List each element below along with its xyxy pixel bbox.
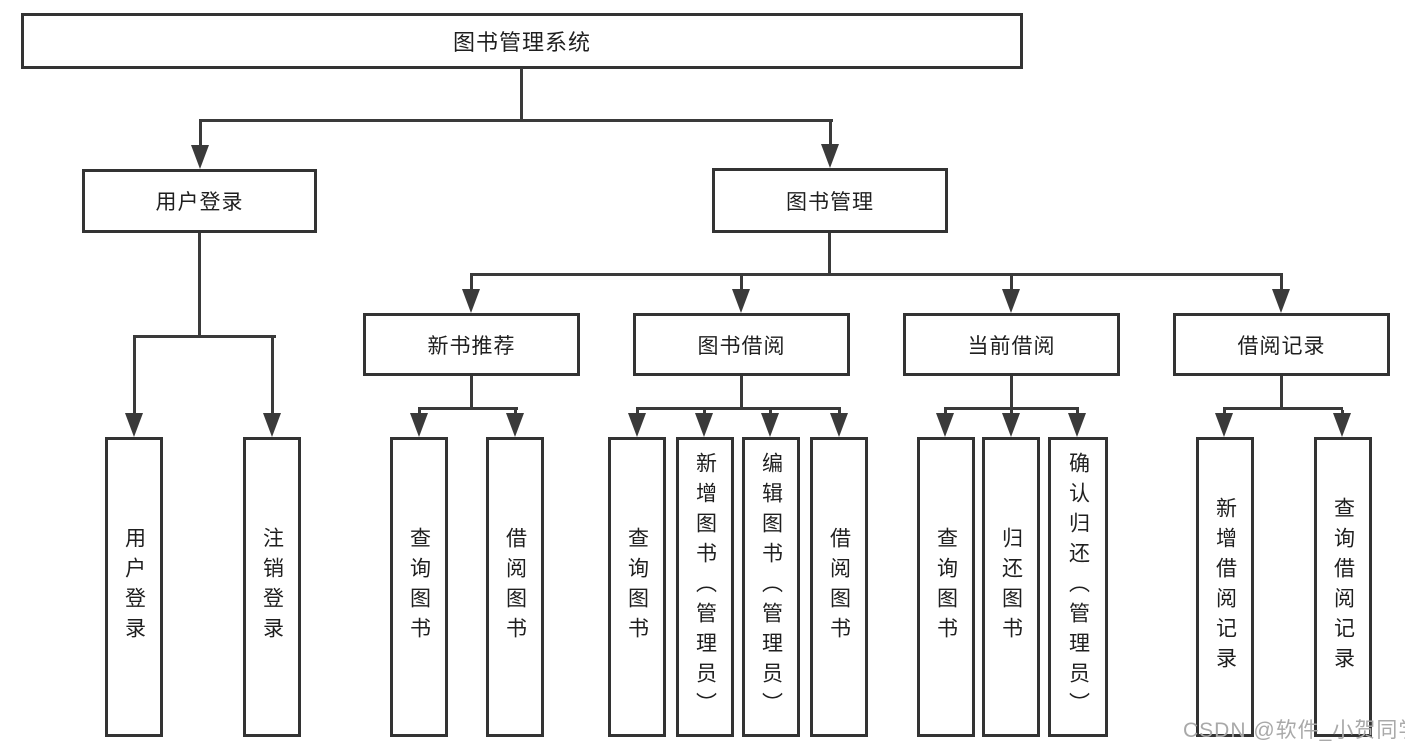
- connector-root-vline: [520, 68, 523, 122]
- arrow-down-icon: [262, 338, 282, 437]
- arrow-down-icon: [1214, 410, 1234, 437]
- connector-bookmgmt-vline: [828, 233, 831, 276]
- leaf-borrow-book-1-label: 借阅图书: [503, 527, 527, 647]
- leaf-query-book-3-label: 查询图书: [934, 527, 958, 647]
- connector-borrow-hline: [636, 407, 841, 410]
- arrow-down-icon: [1001, 276, 1021, 313]
- leaf-edit-book-admin: 编辑图书（管理员）: [742, 437, 800, 737]
- leaf-query-borrow-record-label: 查询借阅记录: [1331, 497, 1355, 677]
- leaf-borrow-book-2: 借阅图书: [810, 437, 868, 737]
- arrow-down-icon: [190, 122, 210, 169]
- connector-record-vline: [1280, 376, 1283, 410]
- arrow-down-icon: [694, 410, 714, 437]
- arrow-down-icon: [935, 410, 955, 437]
- node-user-login: 用户登录: [82, 169, 317, 233]
- leaf-query-book-1-label: 查询图书: [407, 527, 431, 647]
- connector-current-vline: [1010, 376, 1013, 410]
- arrow-down-icon: [409, 410, 429, 437]
- node-new-book-recommend: 新书推荐: [363, 313, 580, 376]
- leaf-confirm-return-admin-label: 确认归还（管理员）: [1066, 452, 1090, 722]
- leaf-edit-book-admin-label: 编辑图书（管理员）: [759, 452, 783, 722]
- connector-current-hline: [944, 407, 1079, 410]
- arrow-down-icon: [760, 410, 780, 437]
- leaf-borrow-book-2-label: 借阅图书: [827, 527, 851, 647]
- leaf-return-book-label: 归还图书: [999, 527, 1023, 647]
- arrow-down-icon: [731, 276, 751, 313]
- connector-newbook-vline: [470, 376, 473, 410]
- leaf-query-book-3: 查询图书: [917, 437, 975, 737]
- arrow-down-icon: [820, 122, 840, 168]
- leaf-user-login: 用户登录: [105, 437, 163, 737]
- node-current-borrow-label: 当前借阅: [967, 334, 1056, 358]
- connector-borrow-vline: [740, 376, 743, 410]
- arrow-down-icon: [627, 410, 647, 437]
- leaf-query-borrow-record: 查询借阅记录: [1314, 437, 1372, 737]
- arrow-down-icon: [1332, 410, 1352, 437]
- node-root: 图书管理系统: [21, 13, 1023, 69]
- leaf-add-book-admin: 新增图书（管理员）: [676, 437, 734, 737]
- arrow-down-icon: [1001, 410, 1021, 437]
- node-book-borrow: 图书借阅: [633, 313, 850, 376]
- connector-newbook-hline: [418, 407, 518, 410]
- connector-record-hline: [1223, 407, 1343, 410]
- node-current-borrow: 当前借阅: [903, 313, 1120, 376]
- node-root-label: 图书管理系统: [452, 30, 591, 55]
- leaf-query-book-2: 查询图书: [608, 437, 666, 737]
- leaf-add-borrow-record: 新增借阅记录: [1196, 437, 1254, 737]
- leaf-logout: 注销登录: [243, 437, 301, 737]
- leaf-user-login-label: 用户登录: [122, 527, 146, 647]
- connector-root-hline: [199, 119, 833, 122]
- leaf-add-borrow-record-label: 新增借阅记录: [1213, 497, 1237, 677]
- arrow-down-icon: [505, 410, 525, 437]
- arrow-down-icon: [1271, 276, 1291, 313]
- node-borrow-record-label: 借阅记录: [1237, 334, 1326, 358]
- leaf-add-book-admin-label: 新增图书（管理员）: [693, 452, 717, 722]
- leaf-return-book: 归还图书: [982, 437, 1040, 737]
- node-borrow-record: 借阅记录: [1173, 313, 1390, 376]
- arrow-down-icon: [124, 338, 144, 437]
- leaf-query-book-2-label: 查询图书: [625, 527, 649, 647]
- leaf-query-book-1: 查询图书: [390, 437, 448, 737]
- node-book-management-label: 图书管理: [786, 190, 874, 214]
- csdn-watermark: CSDN @软件_小贺同学: [1183, 719, 1405, 742]
- arrow-down-icon: [1067, 410, 1087, 437]
- connector-userlogin-hline: [133, 335, 276, 338]
- connector-bookmgmt-hline: [470, 273, 1283, 276]
- connector-userlogin-vline: [198, 233, 201, 337]
- leaf-logout-label: 注销登录: [260, 527, 284, 647]
- leaf-confirm-return-admin: 确认归还（管理员）: [1048, 437, 1108, 737]
- node-book-borrow-label: 图书借阅: [697, 334, 786, 358]
- leaf-borrow-book-1: 借阅图书: [486, 437, 544, 737]
- arrow-down-icon: [829, 410, 849, 437]
- node-book-management: 图书管理: [712, 168, 948, 233]
- arrow-down-icon: [461, 276, 481, 313]
- node-new-book-recommend-label: 新书推荐: [427, 334, 516, 358]
- node-user-login-label: 用户登录: [155, 191, 244, 214]
